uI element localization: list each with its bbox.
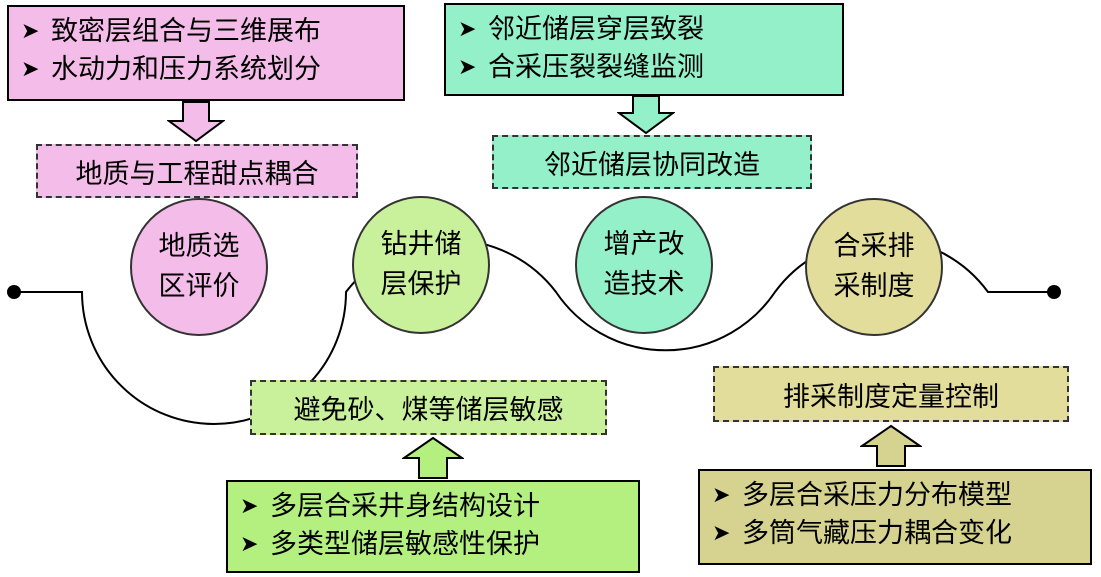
stage-text: 层保护 [380, 269, 462, 300]
avoid-sensitivity-box: 避免砂、煤等储层敏感 [250, 380, 607, 435]
stage-text: 增产改 [603, 229, 685, 260]
stage-text: 造技术 [603, 269, 685, 300]
down-arrow-icon [167, 101, 225, 143]
stage-text: 区评价 [158, 271, 240, 302]
down-arrow-icon [617, 95, 675, 135]
fracturing-key-points-box: ➤ 邻近储层穿层致裂 ➤ 合采压裂裂缝监测 [444, 3, 844, 96]
stage-drilling-protection: 钻井储 层保护 [352, 196, 490, 334]
up-arrow-icon [860, 424, 922, 467]
bullet-item: ➤ 水动力和压力系统划分 [21, 51, 391, 89]
bullet-arrow-icon: ➤ [712, 483, 731, 508]
bullet-text: 多类型储层敏感性保护 [270, 529, 540, 560]
bullet-arrow-icon: ➤ [458, 55, 477, 80]
bullet-arrow-icon: ➤ [21, 57, 40, 82]
start-dot [7, 285, 21, 299]
sweet-spot-coupling-box: 地质与工程甜点耦合 [36, 144, 358, 198]
bullet-text: 合采压裂裂缝监测 [488, 52, 704, 83]
bullet-item: ➤ 多类型储层敏感性保护 [240, 526, 626, 564]
bullet-item: ➤ 多层合采井身结构设计 [240, 488, 626, 526]
stage-text: 合采排 [833, 231, 915, 262]
drainage-control-box: 排采制度定量控制 [713, 366, 1069, 422]
bullet-text: 多筒气藏压力耦合变化 [742, 518, 1012, 549]
bullet-item: ➤ 多筒气藏压力耦合变化 [712, 515, 1078, 553]
bullet-item: ➤ 合采压裂裂缝监测 [458, 49, 830, 87]
adjacent-reservoir-stimulation-box: 邻近储层协同改造 [492, 135, 812, 189]
wellbore-design-key-points-box: ➤ 多层合采井身结构设计 ➤ 多类型储层敏感性保护 [226, 480, 640, 573]
bullet-item: ➤ 多层合采压力分布模型 [712, 477, 1078, 515]
stage-text: 采制度 [833, 271, 915, 302]
box-label: 避免砂、煤等储层敏感 [293, 395, 564, 426]
bullet-text: 多层合采压力分布模型 [742, 480, 1012, 511]
stage-text: 钻井储 [380, 229, 462, 260]
bullet-text: 致密层组合与三维展布 [51, 16, 321, 47]
pressure-model-key-points-box: ➤ 多层合采压力分布模型 ➤ 多筒气藏压力耦合变化 [698, 469, 1092, 565]
stage-geology-selection: 地质选 区评价 [130, 198, 268, 336]
box-label: 邻近储层协同改造 [544, 149, 760, 181]
bullet-text: 水动力和压力系统划分 [51, 54, 321, 85]
bullet-arrow-icon: ➤ [240, 532, 259, 557]
bullet-text: 邻近储层穿层致裂 [488, 14, 704, 45]
bullet-item: ➤ 致密层组合与三维展布 [21, 13, 391, 51]
bullet-arrow-icon: ➤ [712, 521, 731, 546]
stage-text: 地质选 [158, 231, 240, 262]
box-label: 地质与工程甜点耦合 [75, 158, 319, 190]
stage-drainage-regime: 合采排 采制度 [805, 198, 943, 336]
geology-key-points-box: ➤ 致密层组合与三维展布 ➤ 水动力和压力系统划分 [7, 5, 405, 101]
bullet-item: ➤ 邻近储层穿层致裂 [458, 11, 830, 49]
bullet-arrow-icon: ➤ [458, 17, 477, 42]
end-dot [1047, 285, 1061, 299]
bullet-text: 多层合采井身结构设计 [270, 491, 540, 522]
bullet-arrow-icon: ➤ [240, 494, 259, 519]
up-arrow-icon [402, 436, 464, 479]
box-label: 排采制度定量控制 [783, 381, 999, 413]
bullet-arrow-icon: ➤ [21, 19, 40, 44]
stage-stimulation-technology: 增产改 造技术 [575, 196, 713, 334]
